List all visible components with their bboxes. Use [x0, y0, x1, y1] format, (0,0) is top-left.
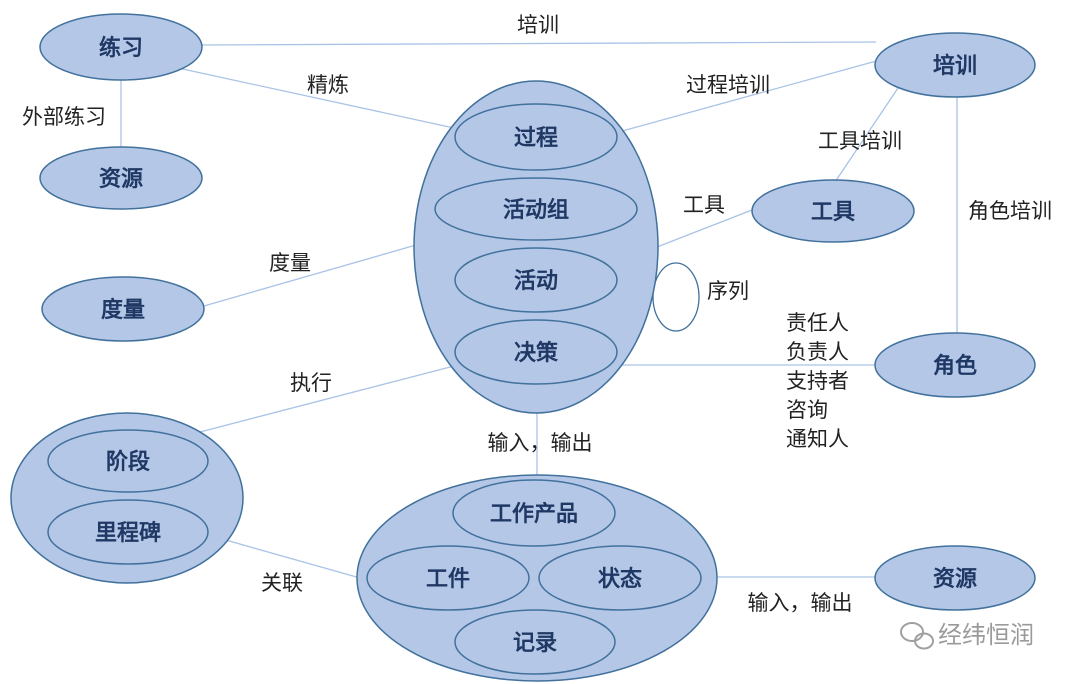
node-state[interactable] — [538, 545, 702, 611]
node-activity-label: 活动 — [514, 269, 558, 294]
node-training[interactable]: 培训 — [874, 32, 1036, 98]
sequence-loop — [652, 262, 700, 332]
edge-practice-training — [201, 41, 877, 46]
node-practice-label: 练习 — [99, 35, 143, 61]
node-resource-right-label: 资源 — [933, 567, 977, 592]
node-decision[interactable] — [454, 319, 618, 385]
raci-item: 责任人 — [786, 311, 849, 335]
label-training: 培训 — [517, 13, 559, 37]
node-milestone[interactable] — [47, 499, 209, 565]
wechat-icon — [900, 622, 934, 650]
edge-tool-training — [834, 84, 901, 183]
node-tool[interactable]: 工具 — [751, 179, 915, 243]
label-role-training: 角色培训 — [968, 199, 1052, 223]
node-artifact[interactable] — [366, 545, 530, 611]
label-refine: 精炼 — [307, 73, 349, 97]
edge-center-tool — [656, 209, 753, 248]
label-associate: 关联 — [261, 571, 303, 595]
label-tool: 工具 — [683, 193, 725, 217]
edge-practice-process — [177, 67, 455, 129]
node-process[interactable] — [454, 103, 618, 171]
node-metric[interactable]: 度量 — [41, 276, 205, 342]
node-activity-group[interactable] — [434, 177, 638, 241]
node-practice[interactable]: 练习 — [39, 13, 203, 81]
raci-item: 通知人 — [786, 427, 849, 451]
watermark: 经纬恒润 — [900, 621, 1034, 650]
node-record[interactable] — [454, 609, 616, 675]
node-resource-left-label: 资源 — [99, 167, 143, 192]
node-metric-label: 度量 — [101, 297, 145, 323]
node-resource-right[interactable]: 资源 — [874, 545, 1036, 611]
node-product-group[interactable]: 工作产品 工件 状态 记录 — [356, 474, 718, 682]
label-tool-training: 工具培训 — [818, 129, 902, 153]
node-record-label: 记录 — [513, 631, 557, 656]
node-process-group[interactable]: 过程 活动组 活动 决策 — [413, 80, 659, 414]
raci-item: 支持者 — [786, 369, 849, 393]
node-milestone-label: 里程碑 — [95, 520, 161, 546]
node-phase[interactable] — [47, 429, 209, 493]
node-process-label: 过程 — [514, 126, 558, 151]
node-training-label: 培训 — [933, 53, 977, 79]
watermark-text: 经纬恒润 — [938, 621, 1034, 649]
edge-labels: 培训 外部练习 精炼 过程培训 工具培训 工具 角色培训 度量 序列 执行 输入… — [22, 13, 1052, 615]
label-external-practice: 外部练习 — [22, 105, 106, 129]
node-tool-label: 工具 — [811, 200, 855, 225]
label-io-right: 输入，输出 — [748, 591, 853, 615]
label-sequence: 序列 — [707, 279, 749, 303]
node-resource-left[interactable]: 资源 — [39, 146, 203, 210]
edges — [120, 41, 958, 579]
raci-list: 责任人 负责人 支持者 咨询 通知人 — [786, 311, 849, 451]
label-execute: 执行 — [290, 371, 332, 395]
edge-metric-center — [203, 244, 417, 307]
node-activity[interactable] — [454, 247, 618, 313]
edge-stage-decision — [199, 365, 455, 433]
edge-process-training — [614, 59, 881, 134]
label-process-training: 过程培训 — [686, 73, 770, 97]
label-metric: 度量 — [269, 251, 311, 275]
node-state-label: 状态 — [598, 566, 642, 592]
node-work-product[interactable] — [452, 479, 616, 547]
node-phase-label: 阶段 — [106, 449, 150, 475]
node-artifact-label: 工件 — [426, 567, 470, 592]
label-io-center: 输入，输出 — [488, 431, 593, 455]
node-role-label: 角色 — [933, 353, 977, 379]
raci-item: 咨询 — [786, 398, 828, 422]
edge-milestone-products — [207, 534, 361, 579]
node-decision-label: 决策 — [514, 340, 559, 366]
node-activity-group-label: 活动组 — [503, 197, 569, 223]
node-role[interactable]: 角色 — [874, 332, 1036, 398]
raci-item: 负责人 — [786, 340, 849, 364]
node-work-product-label: 工作产品 — [490, 502, 578, 527]
node-stage-group[interactable]: 阶段 里程碑 — [10, 412, 244, 584]
